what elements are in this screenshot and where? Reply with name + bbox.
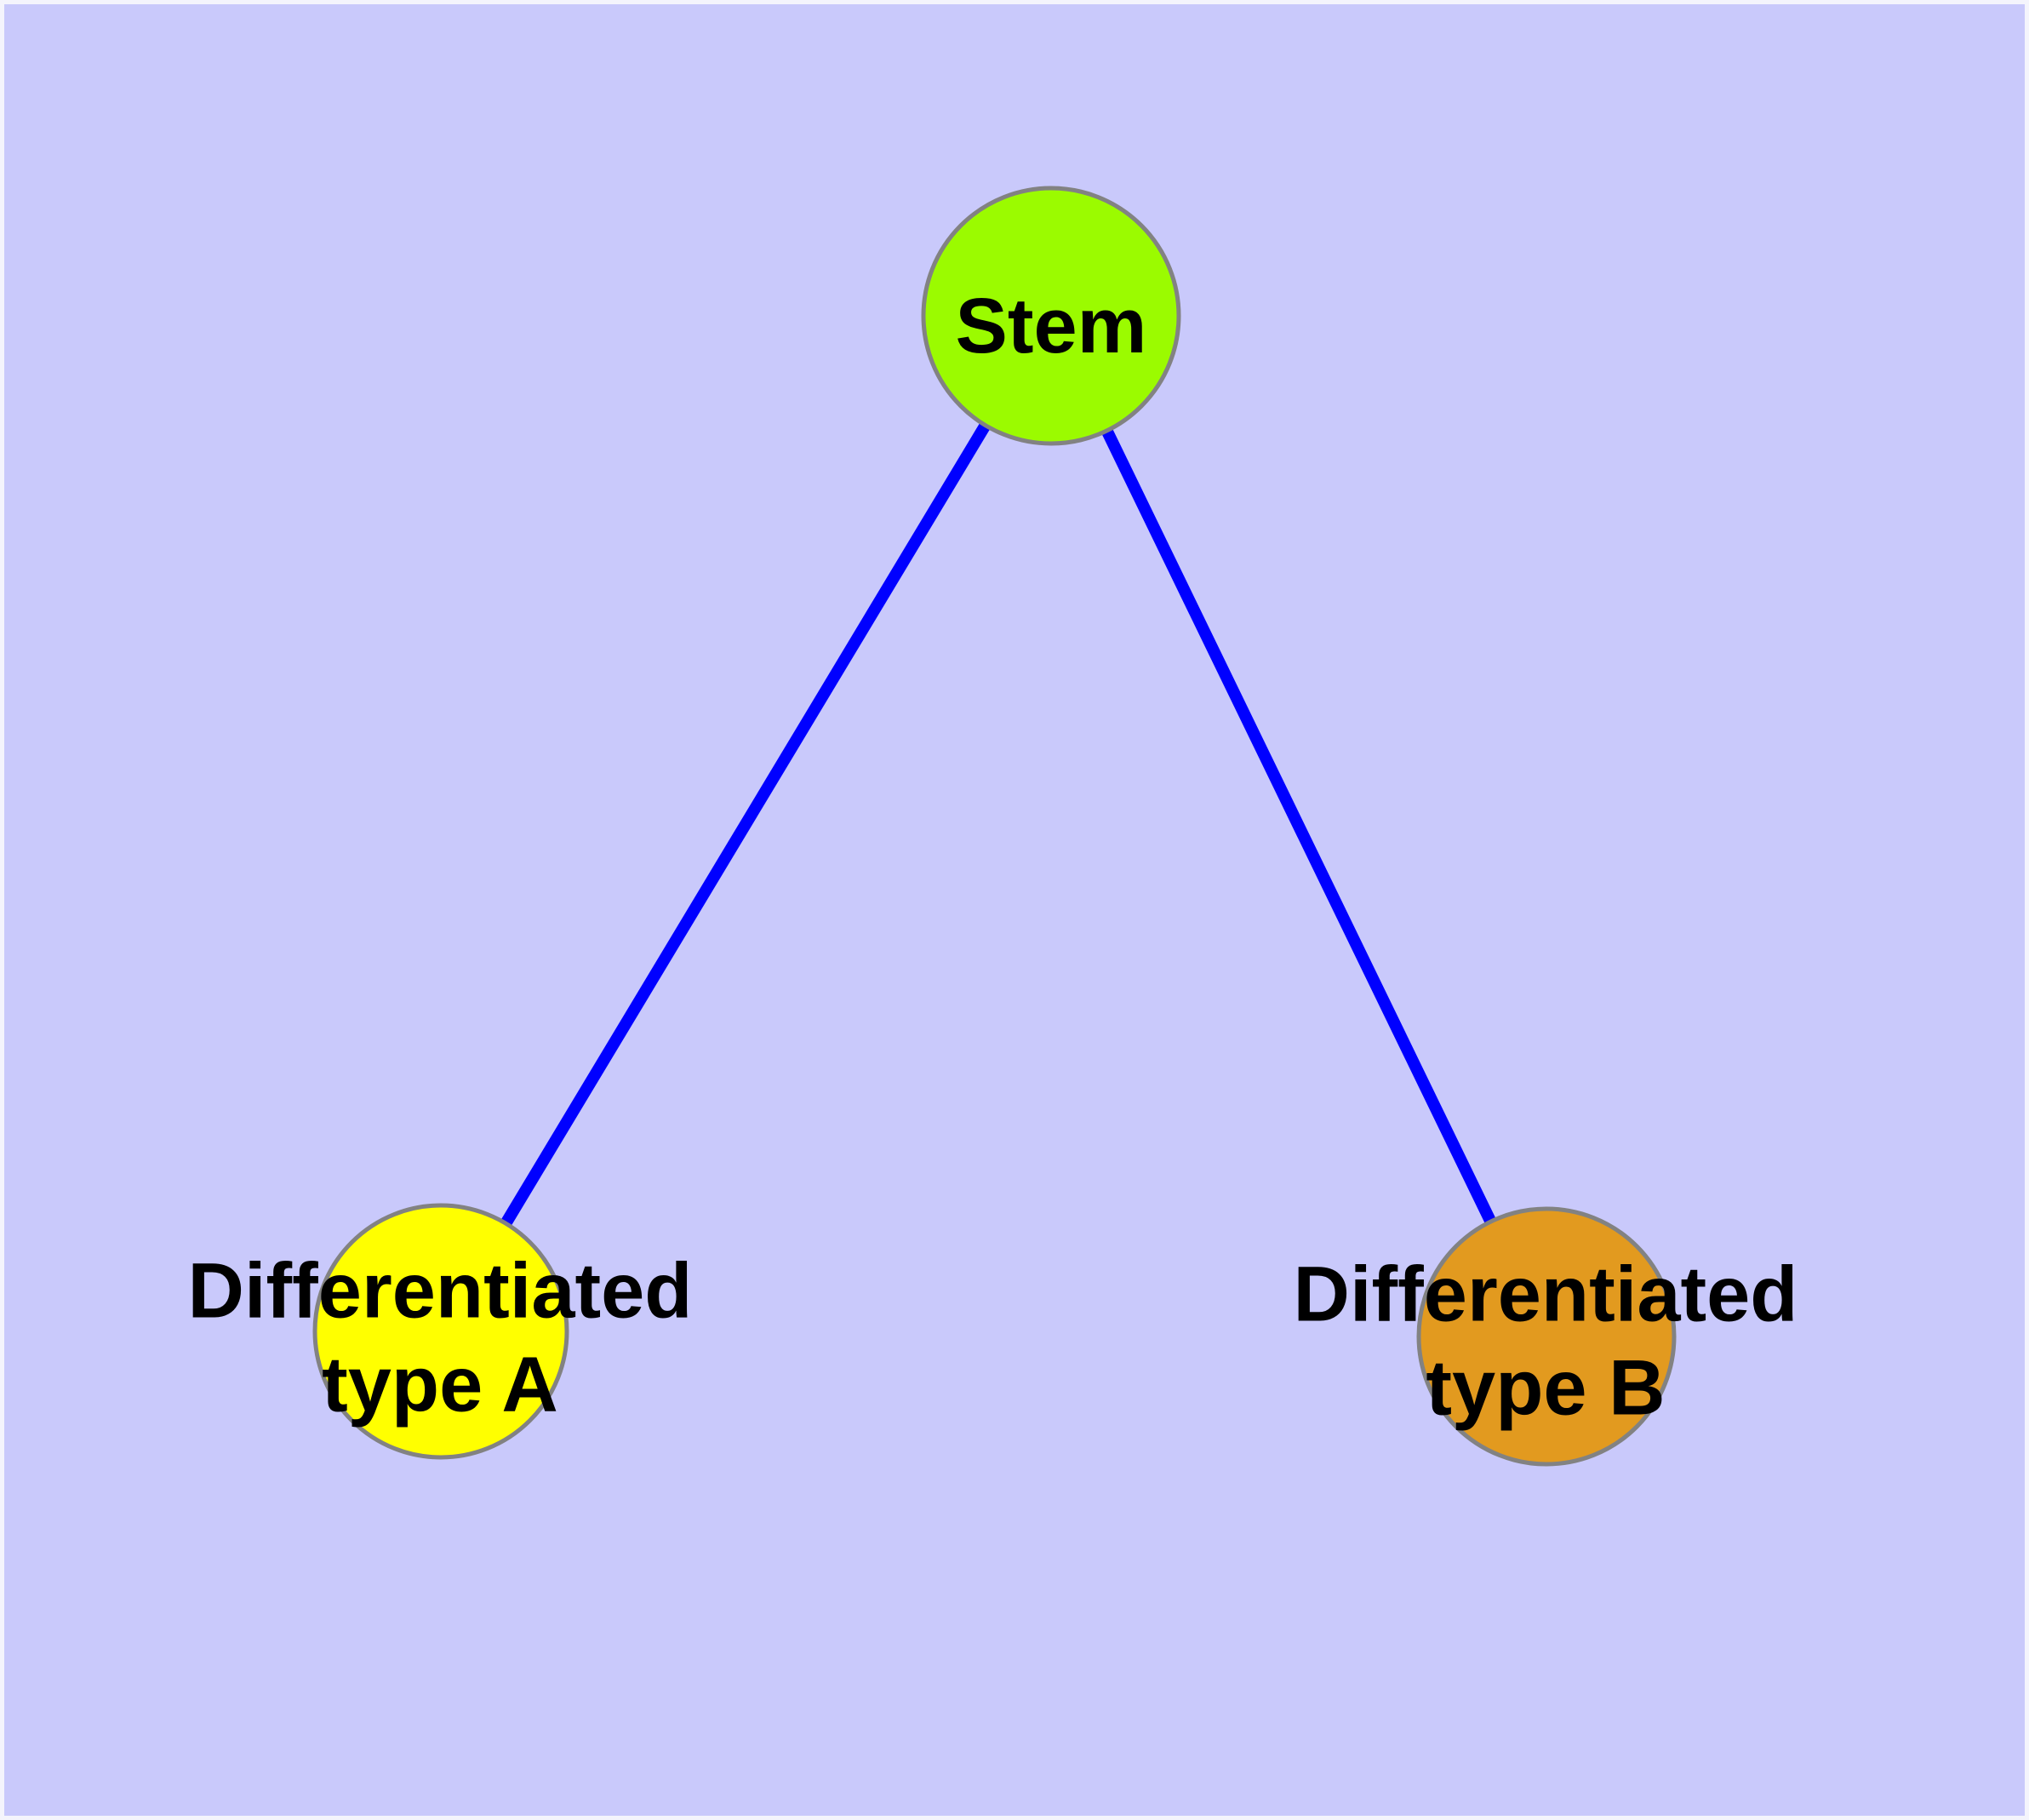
- node-type-b-circle: [1416, 1206, 1677, 1467]
- top-frame-line: [0, 0, 2029, 2]
- edge-stem-to-type-a: [436, 312, 1056, 1335]
- node-stem-circle: [921, 186, 1181, 446]
- edge-stem-to-type-b: [1045, 312, 1552, 1340]
- node-type-a-circle: [312, 1203, 569, 1460]
